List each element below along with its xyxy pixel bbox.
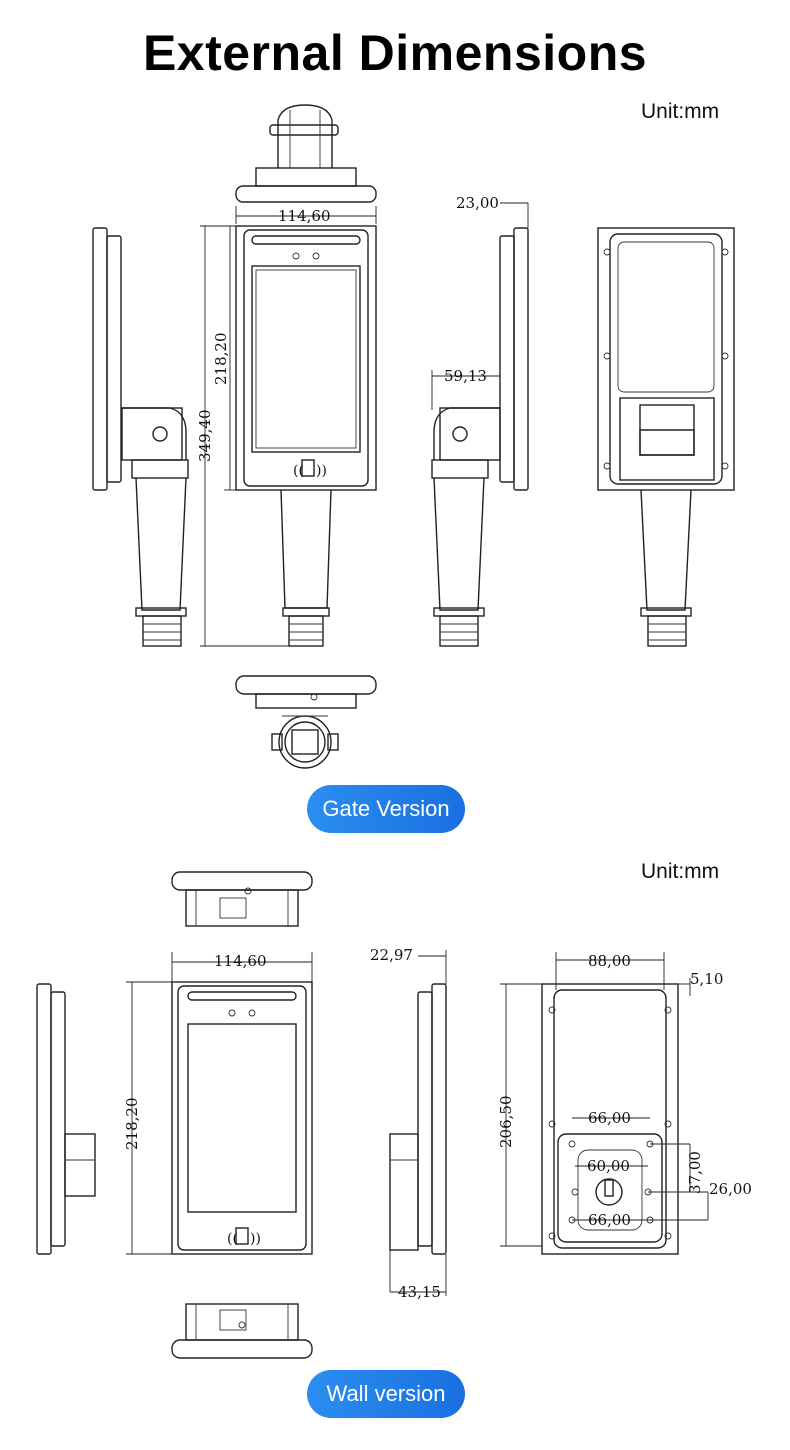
wall-dim-vertical-26: 26,00 bbox=[709, 1180, 752, 1198]
gate-back-view bbox=[597, 227, 735, 647]
gate-dim-total-height: 349,40 bbox=[196, 410, 214, 463]
wall-dim-hole-spacing-mid: 60,00 bbox=[587, 1157, 630, 1175]
wall-dim-back-width: 88,00 bbox=[588, 952, 631, 970]
wall-bottom-view bbox=[171, 1303, 313, 1359]
svg-text:((: (( bbox=[227, 1231, 238, 1247]
wall-back-view bbox=[500, 952, 709, 1255]
wall-front-view: (( )) bbox=[126, 952, 313, 1255]
wall-dim-bracket-depth: 43,15 bbox=[398, 1283, 441, 1301]
gate-left-side-view bbox=[92, 227, 189, 647]
wall-left-side-view bbox=[36, 983, 96, 1255]
wall-dim-height: 218,20 bbox=[123, 1098, 141, 1151]
svg-text:)): )) bbox=[316, 463, 327, 479]
page-title: External Dimensions bbox=[142, 25, 648, 81]
gate-front-view: (( )) bbox=[235, 225, 377, 647]
gate-version-label: Gate Version bbox=[307, 785, 465, 833]
gate-top-view bbox=[235, 104, 377, 203]
gate-dim-depth: 23,00 bbox=[456, 194, 499, 212]
wall-dim-vertical-37: 37,00 bbox=[686, 1151, 704, 1194]
wall-dim-hole-spacing-top: 66,00 bbox=[588, 1109, 631, 1127]
wall-dim-offset: 5,10 bbox=[690, 970, 723, 988]
wall-dim-hole-spacing-bottom: 66,00 bbox=[588, 1211, 631, 1229]
gate-right-side-view bbox=[431, 202, 529, 647]
wall-dim-width: 114,60 bbox=[214, 952, 267, 970]
svg-text:)): )) bbox=[250, 1231, 261, 1247]
wall-dim-back-height: 206,50 bbox=[497, 1096, 515, 1149]
gate-dim-bracket-depth: 59,13 bbox=[444, 367, 487, 385]
gate-dim-screen-height: 218,20 bbox=[212, 333, 230, 386]
gate-bottom-view bbox=[235, 675, 377, 769]
wall-top-view bbox=[171, 871, 313, 927]
wall-dim-depth: 22,97 bbox=[370, 946, 413, 964]
wall-version-label: Wall version bbox=[307, 1370, 465, 1418]
unit-label-wall: Unit:mm bbox=[641, 860, 720, 883]
unit-label-gate: Unit:mm bbox=[641, 100, 720, 123]
wall-right-side-view bbox=[389, 950, 447, 1296]
svg-text:((: (( bbox=[293, 463, 304, 479]
gate-dim-width: 114,60 bbox=[278, 207, 331, 225]
gate-dimension-lines bbox=[200, 206, 377, 647]
